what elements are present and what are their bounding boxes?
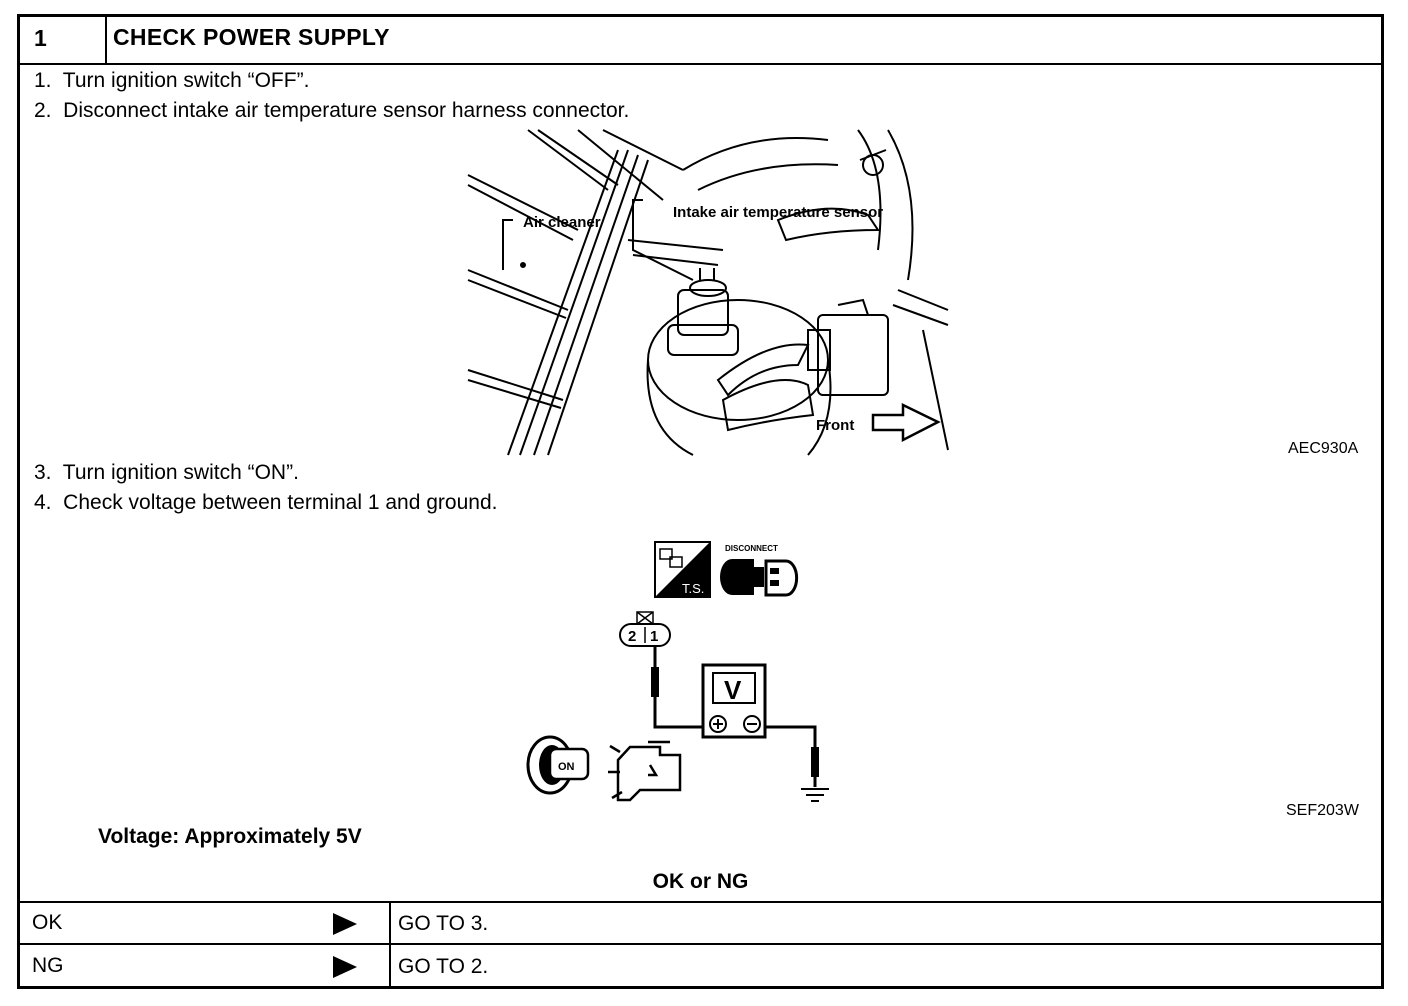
step-number: 1 bbox=[34, 25, 47, 51]
terminal-1: 1 bbox=[650, 628, 658, 645]
engine-bay-illustration: Air cleaner Intake air temperature senso… bbox=[467, 129, 949, 456]
figure2-code: SEF203W bbox=[1286, 802, 1359, 819]
test-symbol-icon: T.S. bbox=[654, 541, 711, 598]
ok-or-ng-question: OK or NG bbox=[652, 870, 749, 893]
result-ng-label: NG bbox=[32, 954, 64, 977]
procedure-table: 1 CHECK POWER SUPPLY 1. Turn ignition sw… bbox=[17, 14, 1384, 989]
voltage-spec: Voltage: Approximately 5V bbox=[98, 825, 362, 848]
procedure-title: CHECK POWER SUPPLY bbox=[113, 24, 390, 50]
result-ng-arrow-icon bbox=[333, 956, 357, 978]
meter-label: V bbox=[724, 675, 742, 705]
procedure-header: 1 CHECK POWER SUPPLY bbox=[20, 17, 1381, 65]
result-divider-top bbox=[20, 901, 1381, 903]
step-2: 2. Disconnect intake air temperature sen… bbox=[34, 99, 630, 122]
key-on-label: ON bbox=[558, 761, 575, 773]
voltage-check-diagram: T.S. DISCONNECT 2 1 V bbox=[526, 541, 829, 802]
sensor-label: Intake air temperature sensor bbox=[673, 204, 883, 221]
result-ok-label: OK bbox=[32, 911, 63, 934]
step-3: 3. Turn ignition switch “ON”. bbox=[34, 461, 299, 484]
header-divider bbox=[105, 17, 107, 63]
disconnect-icon: DISCONNECT bbox=[720, 544, 799, 597]
terminal-2: 2 bbox=[628, 628, 636, 645]
air-cleaner-label: Air cleaner bbox=[523, 214, 601, 231]
disconnect-label: DISCONNECT bbox=[725, 544, 778, 553]
connector-terminals: 2 1 bbox=[619, 611, 671, 647]
result-ok-action: GO TO 3. bbox=[398, 912, 489, 935]
step-4: 4. Check voltage between terminal 1 and … bbox=[34, 491, 498, 514]
result-ng-action: GO TO 2. bbox=[398, 955, 489, 978]
result-ok-arrow-icon bbox=[333, 913, 357, 935]
front-label: Front bbox=[816, 417, 854, 434]
result-column-divider bbox=[389, 901, 391, 989]
result-divider-mid bbox=[20, 943, 1381, 945]
engine-running-icon bbox=[608, 740, 682, 802]
ts-label: T.S. bbox=[682, 581, 704, 596]
step-1: 1. Turn ignition switch “OFF”. bbox=[34, 69, 310, 92]
ignition-key-icon: ON bbox=[526, 735, 590, 795]
voltmeter: V bbox=[701, 663, 767, 739]
figure1-code: AEC930A bbox=[1288, 440, 1359, 457]
